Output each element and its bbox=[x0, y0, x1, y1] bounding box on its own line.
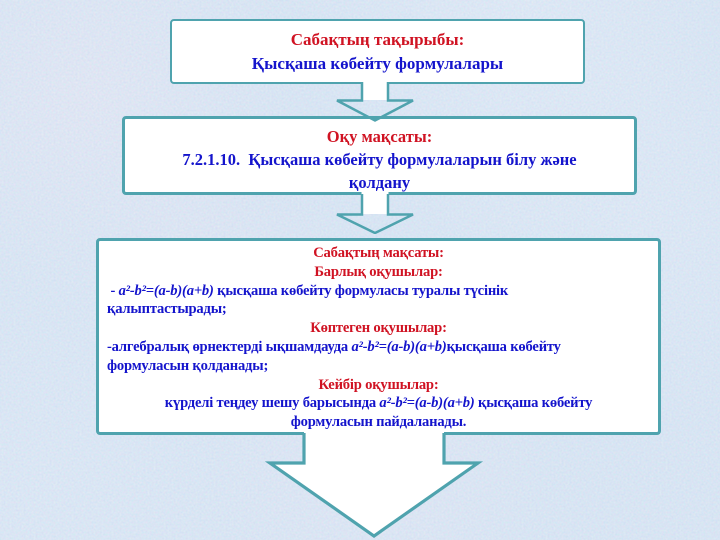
text-line: қалыптастырады; bbox=[107, 301, 227, 318]
math-formula: a²-b²=(a-b)(a+b) bbox=[118, 282, 214, 299]
down-arrow-connector-1 bbox=[336, 81, 414, 122]
text-line: Сабақтың тақырыбы: bbox=[290, 30, 465, 49]
text-line: -алгебралық өрнектерді ықшамдауда a²-b²=… bbox=[107, 338, 561, 355]
text-line: Қысқаша көбейту формулалары bbox=[251, 54, 504, 73]
text-line: 7.2.1.10. Қысқаша көбейту формулаларын б… bbox=[182, 150, 577, 169]
text-line: Барлық оқушылар: bbox=[314, 263, 443, 280]
text-line: Сабақтың мақсаты: bbox=[313, 245, 444, 261]
text-line: Кейбір оқушылар: bbox=[318, 376, 439, 393]
lesson-objective-box: Сабақтың мақсаты: Барлық оқушылар: - a²-b… bbox=[96, 238, 661, 435]
text-line: формуласын қолданады; bbox=[107, 357, 269, 374]
math-formula: a²-b²=(a-b)(a+b) bbox=[351, 338, 447, 355]
topic-box: Сабақтың тақырыбы: Қысқаша көбейту формул… bbox=[170, 19, 585, 84]
text-line: формуласын пайдаланады. bbox=[290, 414, 467, 431]
down-arrow-connector-2 bbox=[336, 192, 414, 234]
text-line: қолдану bbox=[348, 173, 411, 192]
text-line: - a²-b²=(a-b)(a+b) қысқаша көбейту форму… bbox=[107, 282, 509, 299]
math-formula: a²-b²=(a-b)(a+b) bbox=[379, 395, 475, 412]
text-line: Көптеген оқушылар: bbox=[310, 320, 447, 337]
text-line: Оқу мақсаты: bbox=[326, 127, 433, 146]
text-line: күрделі теңдеу шешу барысында a²-b²=(a-b… bbox=[164, 395, 593, 412]
big-down-arrow bbox=[265, 432, 484, 538]
learning-goal-box: Оқу мақсаты: 7.2.1.10. Қысқаша көбейту фо… bbox=[122, 116, 637, 195]
